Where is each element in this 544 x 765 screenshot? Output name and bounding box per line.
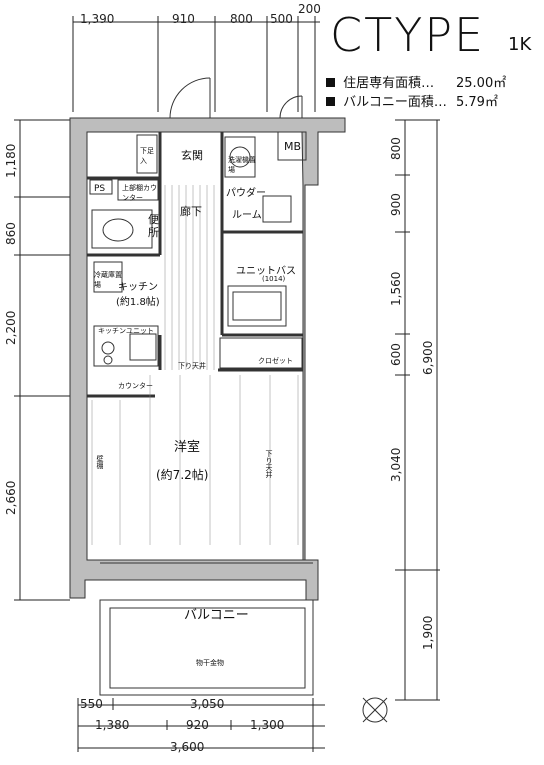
dim-bottom: 1,380	[95, 718, 130, 732]
room-monohoshi: 物干金物	[196, 659, 224, 667]
room-sentakuki: 洗濯機置場	[228, 156, 256, 174]
unit-type-suffix: 1K	[508, 34, 532, 55]
room-unitbath-size: (1014)	[262, 275, 286, 283]
room-counter: カウンター	[118, 382, 153, 390]
area-row: バルコニー面積… 5.79㎡	[326, 91, 498, 110]
room-kitchen-size: (約1.8帖)	[116, 297, 160, 308]
bullet-icon	[326, 78, 335, 87]
dim-left: 2,200	[4, 310, 18, 345]
area-value: 5.79㎡	[456, 95, 498, 110]
dim-top: 800	[230, 12, 253, 26]
room-kitchen-unit: キッチンユニット	[98, 327, 154, 335]
room-unitbath: ユニットバス	[236, 266, 296, 277]
room-youshitsu-size: (約7.2帖)	[156, 468, 209, 482]
room-rouka: 廊下	[180, 205, 202, 218]
room-shitaten: 下り天井	[178, 362, 206, 370]
dim-bottom: 1,300	[250, 718, 285, 732]
dim-right: 800	[389, 137, 403, 160]
room-reizoko: 冷蔵庫置場	[94, 271, 122, 289]
room-kitchen: キッチン	[118, 282, 158, 293]
room-powder: パウダー	[226, 188, 266, 199]
dim-top: 1,390	[80, 12, 115, 26]
room-ben: 便	[148, 213, 159, 226]
unit-type-title: CTYPE	[330, 8, 486, 62]
area-label: バルコニー面積…	[343, 95, 447, 110]
room-balcony: バルコニー	[184, 608, 249, 623]
dim-left: 1,180	[4, 143, 18, 178]
area-label: 住居専有面積…	[343, 76, 435, 91]
room-closet: クロゼット	[258, 357, 293, 365]
dim-right: 1,560	[389, 271, 403, 306]
room-ps: PS	[94, 184, 106, 194]
room-geta: 下足入	[140, 147, 154, 165]
bullet-icon	[326, 97, 335, 106]
dim-right-total: 6,900	[421, 340, 435, 375]
room-uwadana: 上部棚カウンター	[122, 184, 157, 202]
room-powder-suffix: ルーム	[232, 210, 262, 221]
dim-top: 500	[270, 12, 293, 26]
dim-top: 910	[172, 12, 195, 26]
area-row: 住居専有面積… 25.00㎡	[326, 72, 506, 91]
room-genkan: 玄関	[181, 149, 203, 162]
dim-left: 860	[4, 222, 18, 245]
room-kabetana: 壁棚	[96, 455, 104, 469]
dim-bottom: 920	[186, 718, 209, 732]
dim-bottom-total: 3,600	[170, 740, 205, 754]
dim-left: 2,660	[4, 480, 18, 515]
dim-right: 1,900	[421, 615, 435, 650]
room-mb: MB	[284, 140, 302, 153]
dim-bottom: 550	[80, 697, 103, 711]
room-sho: 所	[148, 226, 159, 239]
dim-right: 3,040	[389, 447, 403, 482]
area-value: 25.00㎡	[456, 76, 507, 91]
room-youshitsu: 洋室	[174, 440, 201, 455]
dim-right: 900	[389, 193, 403, 216]
dim-top: 200	[298, 2, 321, 16]
dim-right: 600	[389, 343, 403, 366]
room-shitaten2: 下り天井	[265, 450, 273, 478]
dim-bottom: 3,050	[190, 697, 225, 711]
